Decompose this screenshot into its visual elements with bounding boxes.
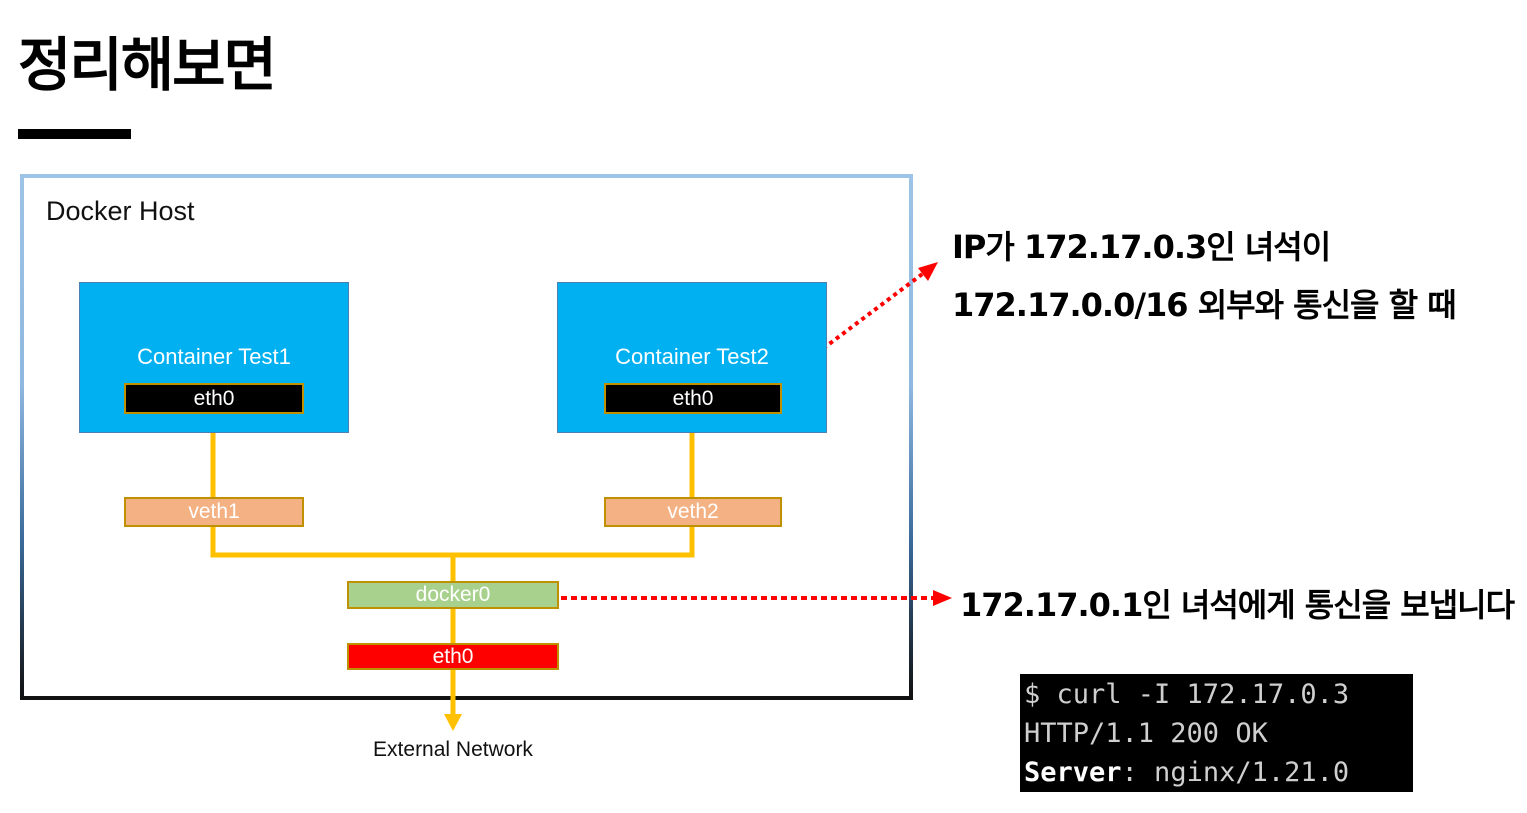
terminal-line-1: $ curl -I 172.17.0.3 [1024, 679, 1350, 710]
container-test1-eth0: eth0 [124, 383, 304, 414]
external-arrowhead [444, 714, 462, 731]
annotation-top-line1: IP가 172.17.0.3인 녀석이 [952, 228, 1331, 266]
docker0-bridge: docker0 [347, 581, 559, 609]
docker-host-label: Docker Host [46, 196, 195, 226]
container-test1-label: Container Test1 [137, 344, 291, 369]
link-veth-bridge [210, 526, 695, 558]
docker-host-box [20, 174, 913, 700]
terminal-line-3: Server: nginx/1.21.0 [1024, 753, 1413, 792]
container-test2-label: Container Test2 [615, 344, 769, 369]
terminal-header-value: : nginx/1.21.0 [1121, 757, 1350, 788]
veth1-box: veth1 [124, 497, 304, 527]
title-underline [18, 129, 131, 139]
annotation-top-line2: 172.17.0.0/16 외부와 통신을 할 때 [952, 286, 1457, 324]
slide-title: 정리해보면 [18, 31, 277, 99]
terminal-line-2: HTTP/1.1 200 OK [1024, 718, 1268, 749]
link-lines [210, 413, 695, 716]
host-eth0: eth0 [347, 643, 559, 670]
annotation-arrowhead-bottom [933, 590, 952, 606]
terminal-header-key: Server [1024, 757, 1122, 788]
veth2-box: veth2 [604, 497, 782, 527]
annotation-bottom-line: 172.17.0.1인 녀석에게 통신을 보냅니다 [960, 586, 1515, 624]
annotation-arrowhead-top [918, 262, 938, 281]
external-network-label: External Network [373, 738, 533, 761]
container-test2-eth0: eth0 [604, 383, 782, 414]
